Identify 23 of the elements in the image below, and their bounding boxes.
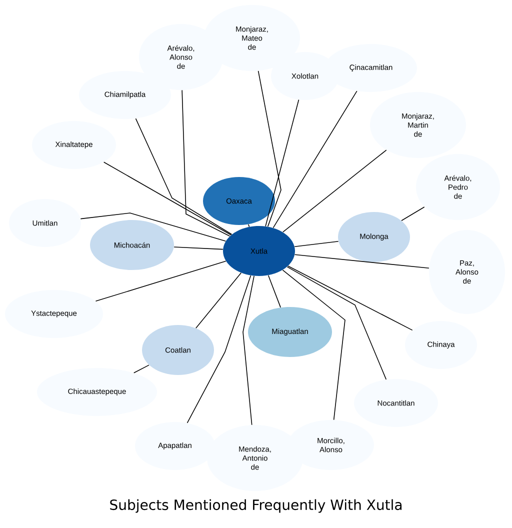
connector-line xyxy=(80,212,226,242)
connector-line xyxy=(286,266,387,380)
connector-line xyxy=(282,150,387,232)
connector-line xyxy=(182,90,230,237)
chart-title: Subjects Mentioned Frequently With Xutla xyxy=(110,499,402,513)
connector-line xyxy=(103,162,232,236)
connector-line xyxy=(248,224,250,228)
connector-line xyxy=(282,270,346,420)
connector-line xyxy=(186,275,252,424)
connector-line xyxy=(242,276,254,426)
connector-line xyxy=(288,266,413,331)
connector-line xyxy=(294,254,430,269)
connector-line xyxy=(174,246,224,250)
connector-line xyxy=(265,99,300,227)
connector-line xyxy=(135,118,232,235)
connector-line xyxy=(95,260,226,302)
connector-line xyxy=(272,90,358,228)
connector-line xyxy=(268,274,281,308)
connector-line xyxy=(258,70,282,227)
connector-line xyxy=(196,272,242,328)
connector-line xyxy=(133,364,150,374)
connector-line xyxy=(401,206,425,222)
connector-line xyxy=(294,240,339,248)
